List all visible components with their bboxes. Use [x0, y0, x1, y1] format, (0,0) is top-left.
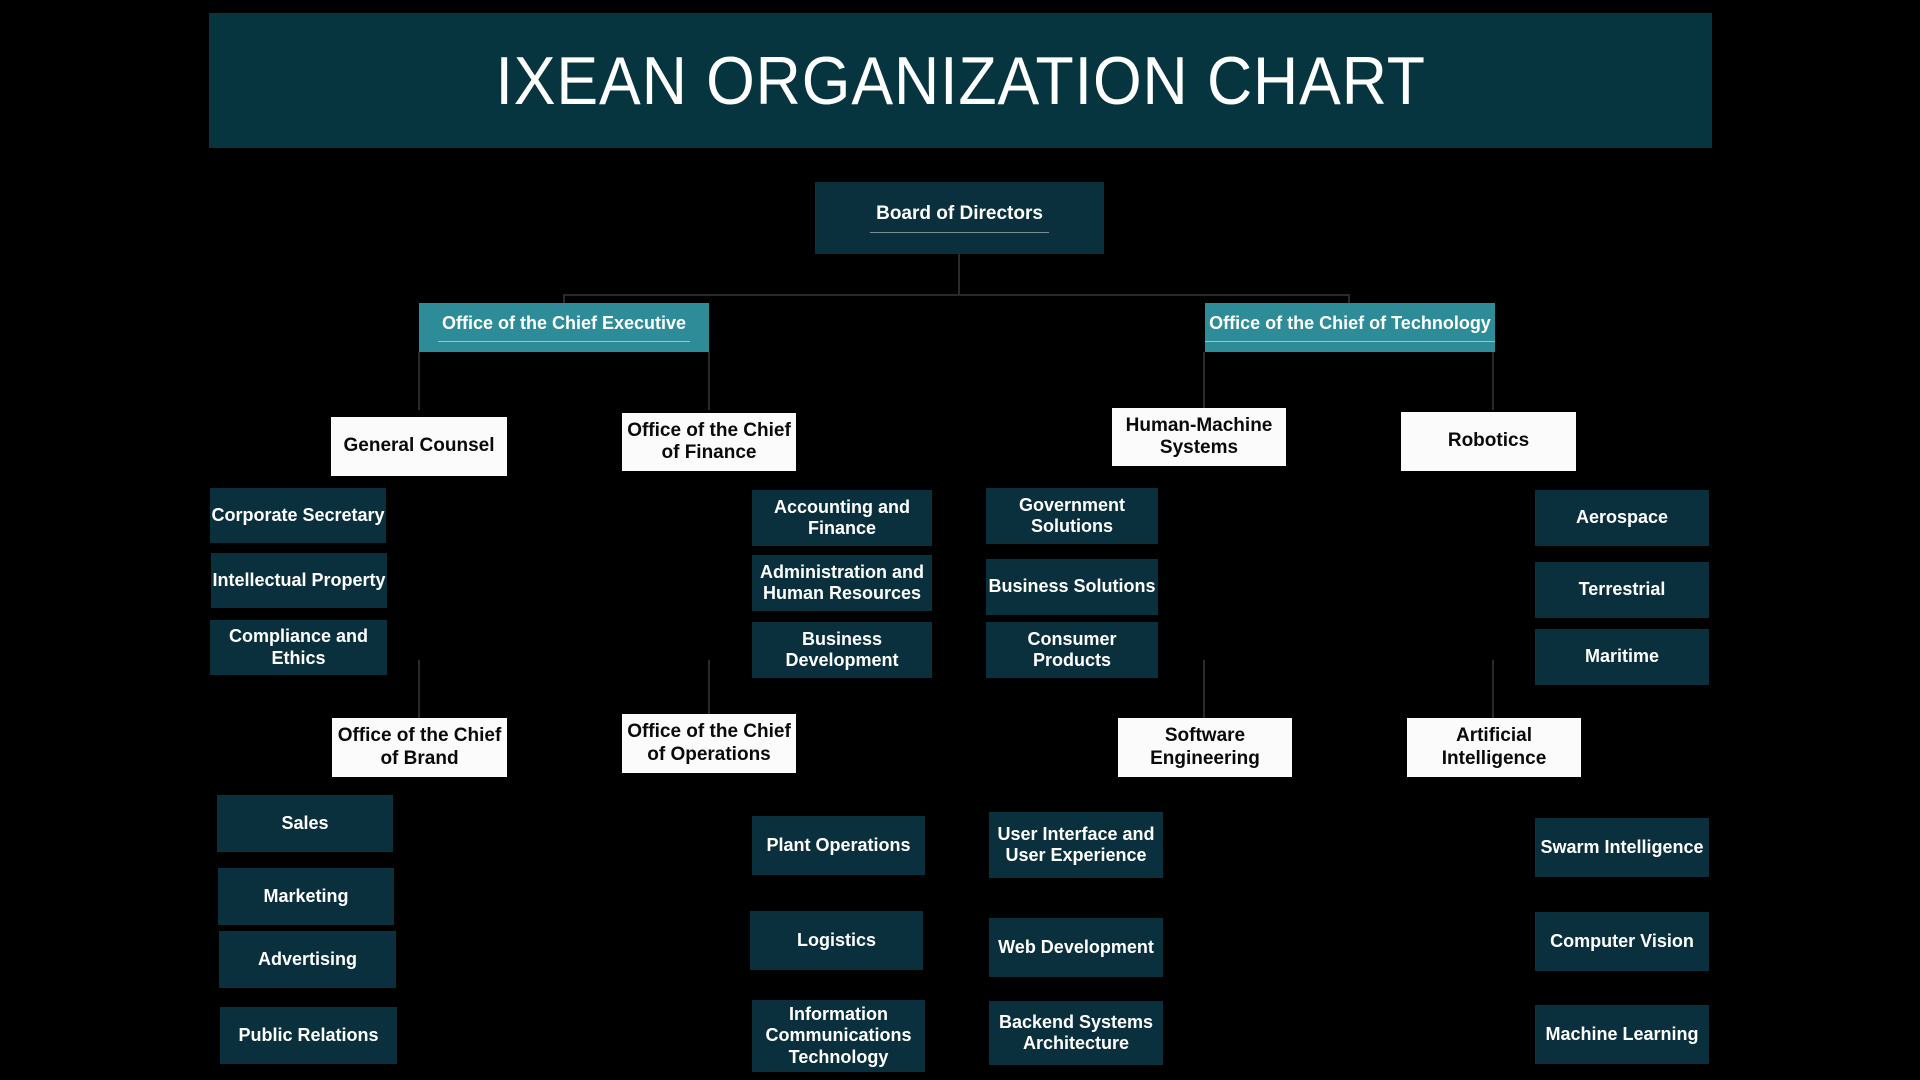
connector-tech-to-robotics [1492, 352, 1494, 410]
node-advertising[interactable]: Advertising [219, 931, 396, 988]
connector-tech-to-software [1203, 660, 1205, 720]
node-label: Sales [281, 812, 329, 833]
node-general-counsel[interactable]: General Counsel [331, 417, 507, 476]
node-office-of-the-chief-of-operations[interactable]: Office of the Chief of Operations [622, 714, 796, 773]
node-label: Office of the Chief of Technology [1205, 313, 1495, 342]
node-consumer-products[interactable]: Consumer Products [986, 622, 1158, 678]
chart-title-banner: IXEAN ORGANIZATION CHART [209, 13, 1712, 148]
node-plant-operations[interactable]: Plant Operations [752, 816, 925, 875]
node-label: Computer Vision [1550, 930, 1694, 951]
node-label: Government Solutions [1018, 494, 1126, 536]
node-label: Marketing [263, 885, 349, 906]
node-label: Aerospace [1575, 507, 1669, 528]
node-label: Office of the Chief of Brand [337, 725, 502, 769]
node-label: User Interface and User Experience [997, 823, 1155, 865]
connector-tier1-horizontal [563, 294, 1350, 296]
node-user-interface-and-user-experience[interactable]: User Interface and User Experience [989, 812, 1163, 878]
node-government-solutions[interactable]: Government Solutions [986, 488, 1158, 544]
node-artificial-intelligence[interactable]: Artificial Intelligence [1407, 718, 1581, 777]
node-sales[interactable]: Sales [217, 795, 393, 852]
node-software-engineering[interactable]: Software Engineering [1118, 718, 1292, 777]
node-label: Information Communications Technology [765, 1004, 912, 1067]
connector-exec-to-finance [708, 352, 710, 410]
connector-tech-to-hms [1203, 352, 1205, 410]
node-label: Logistics [796, 929, 876, 950]
node-machine-learning[interactable]: Machine Learning [1535, 1005, 1709, 1064]
connector-tech-to-ai [1492, 660, 1494, 720]
node-label: Plant Operations [766, 834, 911, 855]
node-label: Board of Directors [870, 203, 1049, 234]
node-accounting-and-finance[interactable]: Accounting and Finance [752, 490, 932, 546]
node-business-development[interactable]: Business Development [752, 622, 932, 678]
node-robotics[interactable]: Robotics [1401, 412, 1576, 471]
node-human-machine-systems[interactable]: Human-Machine Systems [1112, 408, 1286, 466]
node-label: Robotics [1447, 430, 1530, 452]
node-label: General Counsel [343, 435, 495, 457]
connector-exec-to-operations [708, 660, 710, 720]
node-label: Swarm Intelligence [1540, 836, 1704, 857]
node-terrestrial[interactable]: Terrestrial [1535, 562, 1709, 618]
connector-tech-down [1348, 294, 1350, 304]
connector-board-down [958, 254, 960, 294]
node-label: Public Relations [238, 1024, 379, 1045]
node-office-of-the-chief-of-finance[interactable]: Office of the Chief of Finance [622, 413, 796, 471]
node-label: Machine Learning [1545, 1023, 1699, 1044]
connector-exec-to-divisions [418, 352, 420, 410]
node-label: Artificial Intelligence [1441, 725, 1547, 769]
node-maritime[interactable]: Maritime [1535, 629, 1709, 685]
connector-exec-down [563, 294, 565, 304]
node-label: Software Engineering [1150, 725, 1260, 769]
page-title: IXEAN ORGANIZATION CHART [495, 42, 1426, 119]
node-label: Office of the Chief Executive [437, 313, 691, 342]
node-label: Accounting and Finance [774, 496, 910, 538]
connector-exec-to-brand [418, 660, 420, 720]
node-swarm-intelligence[interactable]: Swarm Intelligence [1535, 818, 1709, 877]
node-administration-and-human-resources[interactable]: Administration and Human Resources [752, 555, 932, 611]
node-label: Compliance and Ethics [228, 626, 369, 668]
node-label: Intellectual Property [212, 569, 386, 590]
node-label: Business Solutions [988, 576, 1156, 597]
node-information-communications-technology[interactable]: Information Communications Technology [752, 1000, 925, 1072]
node-marketing[interactable]: Marketing [218, 868, 394, 925]
node-logistics[interactable]: Logistics [750, 911, 923, 970]
node-business-solutions[interactable]: Business Solutions [986, 559, 1158, 615]
node-board-of-directors[interactable]: Board of Directors [815, 182, 1104, 254]
node-office-of-the-chief-executive[interactable]: Office of the Chief Executive [419, 303, 709, 352]
node-office-of-the-chief-of-brand[interactable]: Office of the Chief of Brand [332, 718, 507, 777]
node-label: Consumer Products [1027, 628, 1117, 670]
node-label: Advertising [257, 948, 358, 969]
node-web-development[interactable]: Web Development [989, 918, 1163, 977]
node-label: Corporate Secretary [211, 504, 385, 525]
node-label: Human-Machine Systems [1125, 414, 1273, 458]
node-label: Terrestrial [1578, 579, 1666, 600]
node-label: Office of the Chief of Finance [627, 419, 791, 463]
node-aerospace[interactable]: Aerospace [1535, 490, 1709, 546]
node-label: Web Development [998, 936, 1154, 957]
node-label: Office of the Chief of Operations [627, 721, 791, 765]
node-label: Business Development [785, 628, 899, 670]
node-compliance-and-ethics[interactable]: Compliance and Ethics [210, 620, 387, 675]
node-label: Maritime [1584, 646, 1660, 667]
node-backend-systems-architecture[interactable]: Backend Systems Architecture [989, 1001, 1163, 1065]
node-public-relations[interactable]: Public Relations [220, 1007, 397, 1064]
node-label: Backend Systems Architecture [998, 1011, 1154, 1053]
node-intellectual-property[interactable]: Intellectual Property [211, 553, 387, 608]
node-corporate-secretary[interactable]: Corporate Secretary [210, 488, 386, 543]
node-label: Administration and Human Resources [759, 561, 924, 603]
node-computer-vision[interactable]: Computer Vision [1535, 912, 1709, 971]
node-office-of-the-chief-of-technology[interactable]: Office of the Chief of Technology [1205, 303, 1495, 352]
